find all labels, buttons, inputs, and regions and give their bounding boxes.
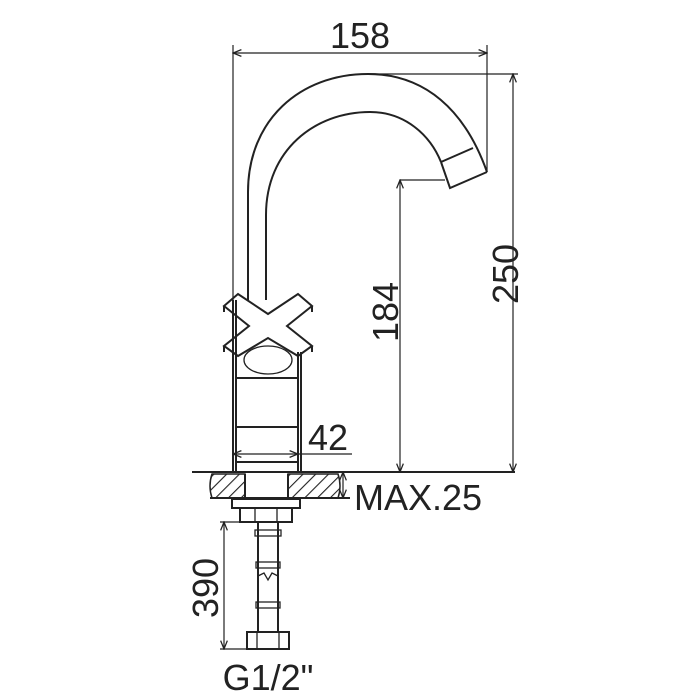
- mounting-nut: [231, 498, 301, 523]
- supply-hose: [246, 522, 290, 650]
- dim-total-height: 250: [485, 244, 526, 304]
- dim-spout-reach: 158: [330, 15, 390, 56]
- dim-hose-length: 390: [185, 558, 226, 618]
- dim-max-counter: MAX.25: [354, 477, 482, 518]
- connection-thread-label: G1/2": [223, 657, 314, 698]
- spout: [247, 72, 488, 300]
- dim-spout-height: 184: [365, 282, 406, 342]
- dimension-lines: [220, 45, 518, 649]
- dim-body-diameter: 42: [308, 417, 348, 458]
- cross-handle: [222, 292, 314, 375]
- faucet-body: [232, 300, 302, 472]
